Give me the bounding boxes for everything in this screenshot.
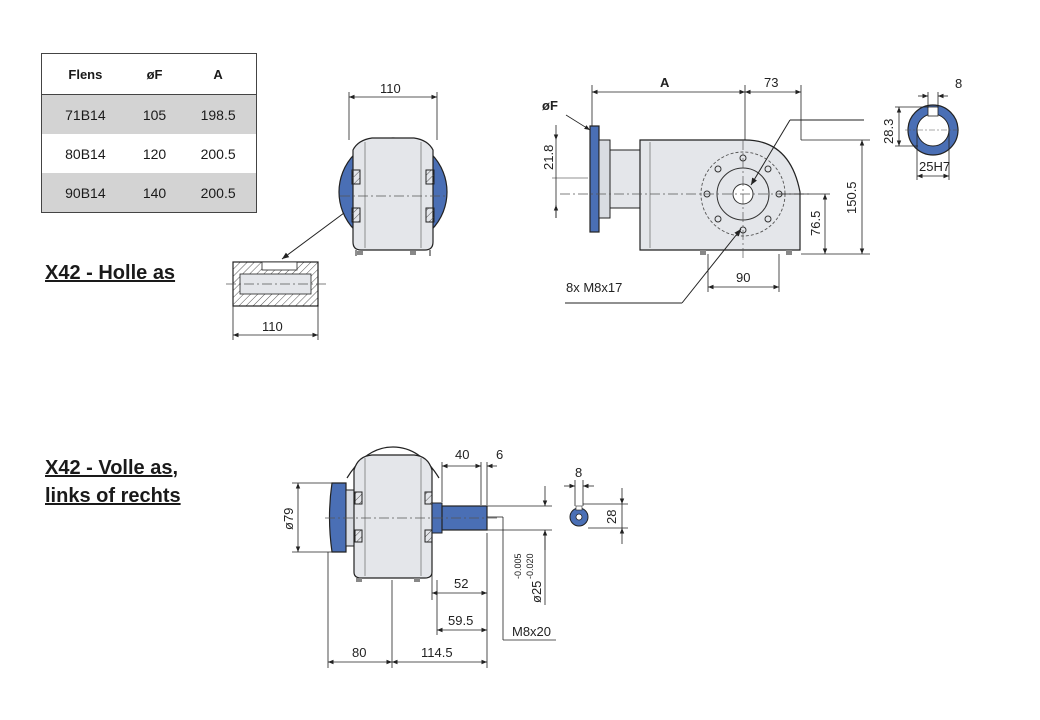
table-header-row: Flens øF A	[41, 53, 257, 95]
dim-73: 73	[764, 75, 778, 90]
table-cell: 71B14	[41, 94, 129, 134]
dim-bore: 25H7	[919, 159, 950, 174]
dim-key-width: 8	[955, 76, 962, 91]
heading-solid-shaft-line2: links of rechts	[45, 485, 181, 507]
bore-detail: 8 28.3 25H7	[881, 76, 962, 180]
hollow-shaft-section: 110	[226, 261, 326, 340]
gearbox-housing	[352, 137, 434, 251]
shaft-end-detail: 8 28	[564, 465, 628, 544]
solid-shaft-view: 40 6 ø79 ø25 -0.005 -0.020 52 59.5 80 11…	[281, 446, 556, 668]
dim-tol-upper: -0.005	[513, 553, 523, 579]
label-bolts: 8x M8x17	[566, 280, 622, 295]
table-row: 71B14 105 198.5	[41, 94, 257, 134]
dim-114-5: 114.5	[421, 645, 453, 660]
table-cell: 80B14	[65, 145, 106, 162]
flange-table: Flens øF A 71B14 105 198.5 80B14 120 200…	[41, 53, 257, 213]
dim-a: A	[660, 75, 670, 90]
dim-90: 90	[736, 270, 750, 285]
solid-flange	[328, 482, 347, 553]
table-cell: 198.5	[180, 94, 257, 134]
table-row: 80B14 120 200.5	[42, 134, 257, 173]
hollow-shaft-front-view: 110	[281, 81, 448, 260]
dim-6: 6	[496, 447, 503, 462]
table-cell: 90B14	[41, 173, 129, 213]
dim-40: 40	[455, 447, 469, 462]
dim-79: ø79	[281, 508, 296, 530]
label-thread: M8x20	[512, 624, 551, 639]
table-cell: 140	[128, 173, 181, 213]
dim-key-8: 8	[575, 465, 582, 480]
dim-21-8: 21.8	[541, 145, 556, 170]
side-flange	[589, 125, 600, 233]
dim-28: 28	[604, 510, 619, 524]
heading-solid-shaft-line1: X42 - Volle as,	[45, 457, 179, 479]
table-cell: 200.5	[200, 145, 236, 162]
label-phi-f: øF	[542, 98, 558, 113]
dim-80: 80	[352, 645, 366, 660]
dim-shaft-dia: ø25	[529, 581, 544, 603]
table-cell: 200.5	[180, 173, 257, 213]
dim-front-width: 110	[380, 81, 401, 96]
dim-59-5: 59.5	[448, 613, 473, 628]
dim-key-height: 28.3	[881, 119, 896, 144]
side-housing	[639, 139, 801, 251]
table-row: 90B14 140 200.5	[41, 173, 257, 213]
table-cell: 120	[142, 145, 167, 162]
dim-76-5: 76.5	[808, 211, 823, 236]
dim-shaft-length: 110	[262, 319, 283, 334]
header-phi-f: øF	[128, 53, 181, 95]
header-a: A	[180, 53, 257, 95]
dim-52: 52	[454, 576, 468, 591]
header-flens: Flens	[41, 53, 129, 95]
dim-150-5: 150.5	[844, 181, 859, 214]
heading-hollow-shaft: X42 - Holle as	[45, 262, 176, 284]
solid-housing	[353, 454, 433, 579]
table-cell: 105	[128, 94, 181, 134]
dim-tol-lower: -0.020	[525, 553, 535, 579]
side-view: A 73 øF 21.8 150.5	[541, 75, 870, 304]
